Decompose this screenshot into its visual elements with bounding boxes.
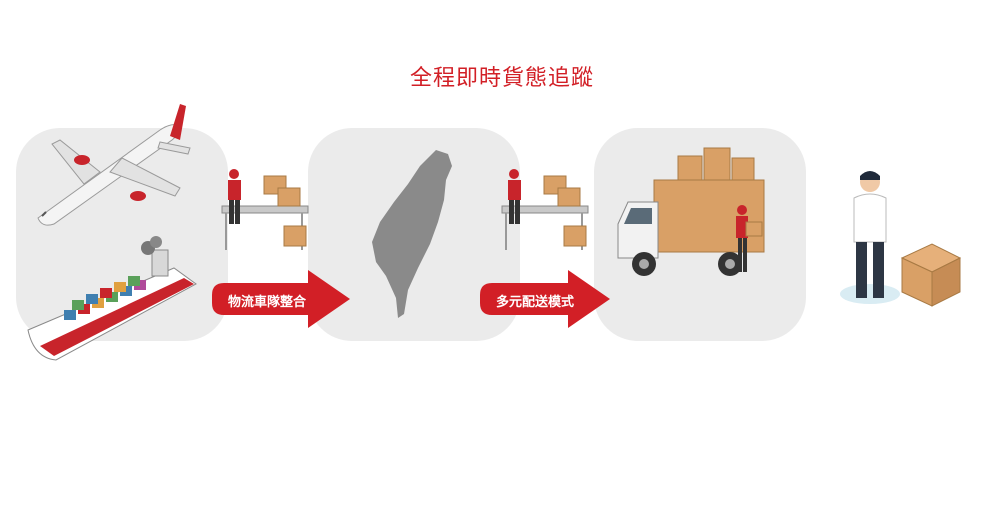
step-label-delivery-modes: 多元配送模式 [496,295,575,310]
step-label-fleet: 物流車隊整合 [228,295,307,310]
step-arrow-1 [212,270,350,328]
parcel-box-icon [900,243,962,307]
warehouse-worker-icon [501,169,589,250]
step-arrow-2 [480,270,610,328]
page-title: 全程即時貨態追蹤 [409,66,594,91]
cargo-ship-icon [27,236,197,361]
delivery-truck-icon [617,147,765,276]
recipient-icon [840,171,900,304]
warehouse-worker-icon [221,169,309,250]
airplane-icon [37,104,191,226]
taiwan-map-icon [372,150,452,318]
